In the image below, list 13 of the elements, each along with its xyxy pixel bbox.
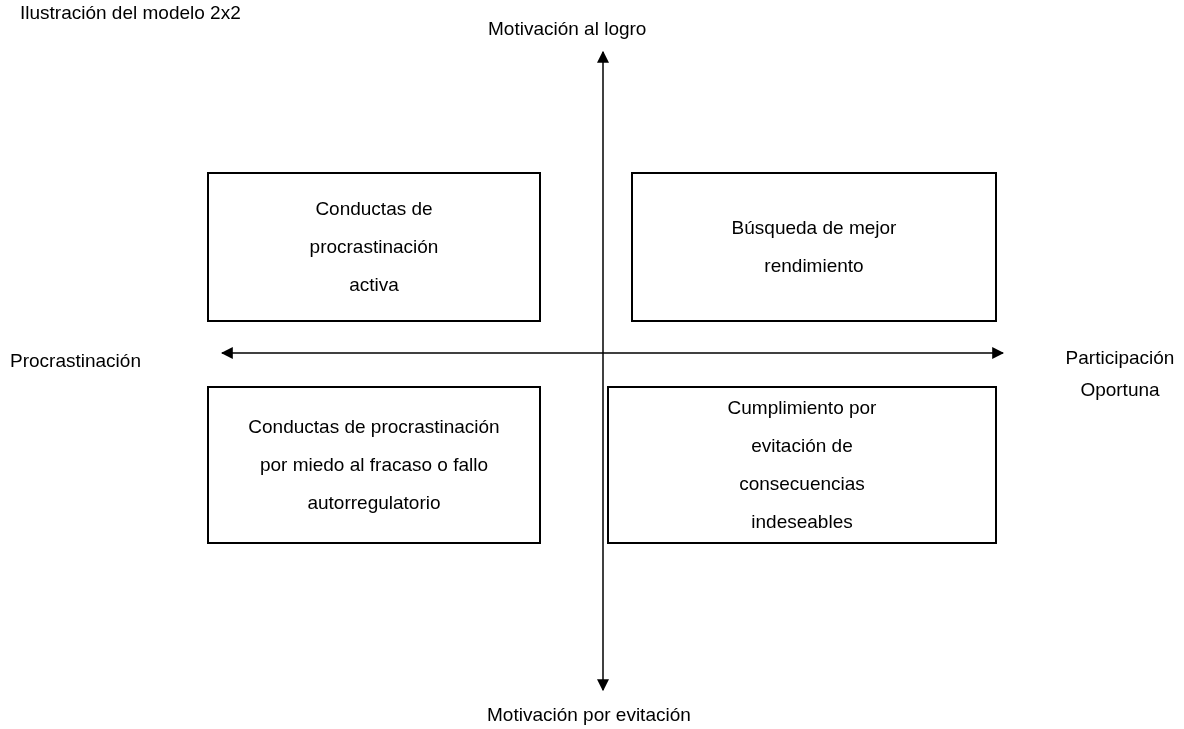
axis-label: Motivación por evitación [487, 704, 691, 726]
quadrant-text: Conductas de procrastinación activa [308, 197, 440, 297]
axis-label: Motivación al logro [488, 18, 647, 40]
quadrant-text: Cumplimiento por evitación de consecuencias indeseables [726, 396, 878, 534]
axis-label: Procrastinación [10, 350, 141, 372]
axis-label: Participación Oportuna [1064, 346, 1176, 402]
quadrant-text: Búsqueda de mejor rendimiento [730, 216, 898, 278]
quadrant-box [207, 172, 541, 322]
quadrant-box [631, 172, 997, 322]
diagram-title: Ilustración del modelo 2x2 [20, 2, 241, 24]
quadrant-text: Conductas de procrastinación por miedo al fracaso o fallo autorregulatorio [247, 415, 501, 515]
quadrant-box [607, 386, 997, 544]
quadrant-box [207, 386, 541, 544]
